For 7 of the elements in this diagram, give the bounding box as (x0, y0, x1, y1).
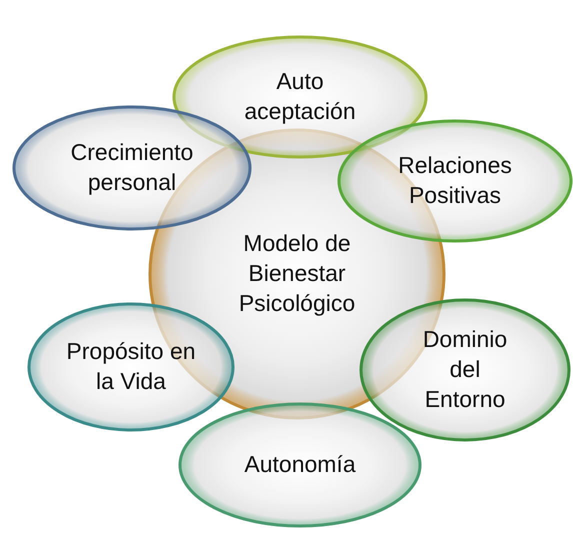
node-label: Relaciones Positivas (397, 151, 513, 210)
node-label: Autonomía (243, 450, 357, 480)
node-label: Auto aceptación (243, 67, 357, 126)
node-label: Crecimiento personal (70, 138, 194, 197)
node-label: Dominio del Entorno (422, 325, 508, 414)
node-label: Modelo de Bienestar Psicológico (238, 229, 356, 318)
node-label: Propósito en la Vida (66, 337, 196, 396)
